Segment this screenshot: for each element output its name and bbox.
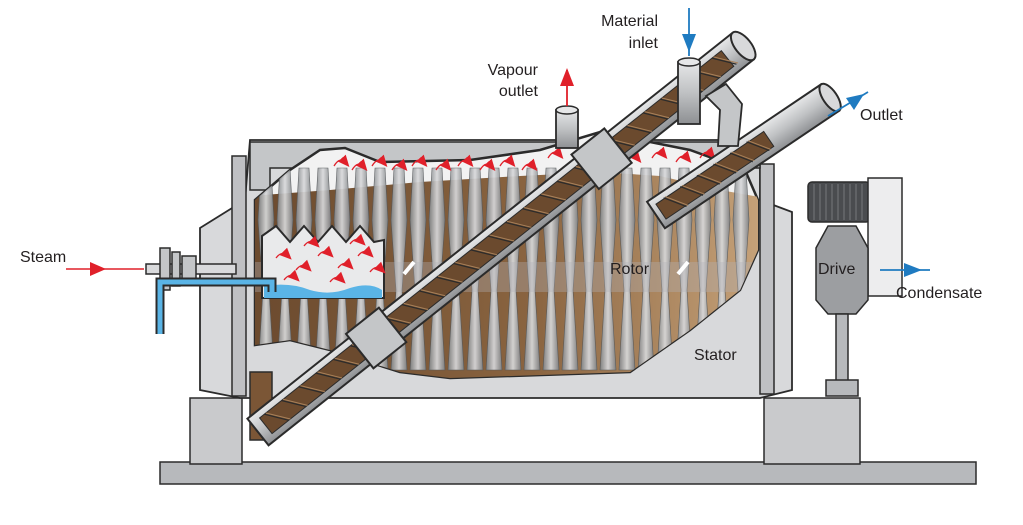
condensate-arrow-icon (880, 263, 930, 277)
vapour-outlet-pipe (555, 109, 579, 149)
screw-flight (556, 180, 582, 189)
condensate-label: Condensate (896, 285, 982, 302)
vapour-swirl-arrow (521, 158, 538, 171)
left-end-plate (231, 155, 247, 397)
screw-flight (522, 208, 548, 216)
rotor-label: Rotor (610, 261, 650, 278)
screw-flight (453, 262, 479, 271)
steam-label: Steam (20, 249, 66, 266)
vapour-swirl-arrow (699, 146, 716, 159)
vapour-swirl-arrow (651, 146, 668, 159)
screw-flight (401, 304, 427, 312)
outlet-arrow-icon (827, 91, 869, 117)
screw-flight (281, 399, 307, 408)
steam-swirl-arrow (317, 245, 334, 258)
steam-swirl-arrow (357, 245, 374, 258)
vapour-outlet-label-line2: outlet (499, 83, 539, 100)
screw-flight (625, 126, 651, 134)
drive-base (825, 379, 859, 397)
drive-motor (807, 181, 871, 223)
screw-flight (419, 290, 444, 298)
vapour-swirl-arrow (351, 158, 368, 171)
steam-swirl-arrow (337, 257, 354, 270)
vapour-swirl-arrow (371, 154, 388, 167)
vapour-swirl-arrow (391, 158, 408, 171)
material-arrow-icon (682, 8, 696, 56)
drive-label: Drive (818, 261, 855, 278)
screw-flight (487, 235, 513, 243)
outlet-screw-conveyor (645, 82, 842, 230)
screw-flight (642, 112, 668, 120)
base-plate (159, 461, 977, 485)
steam-arrow-icon (66, 262, 144, 276)
rotor-marker-2 (676, 260, 690, 276)
material-inlet-rim (677, 57, 701, 67)
vapour-swirl-arrow (411, 154, 428, 167)
screw-flight (729, 152, 754, 163)
screw-flight (505, 221, 530, 230)
outlet-label: Outlet (860, 107, 903, 124)
material-inlet-pipe (677, 61, 701, 125)
main-screw-conveyor (246, 30, 757, 447)
right-foot (763, 397, 861, 465)
screw-flight (711, 57, 737, 65)
screw-flight (298, 386, 324, 394)
screw-flight (264, 413, 289, 421)
steam-swirl-arrow (295, 259, 312, 272)
inlet-elbow (704, 82, 743, 147)
drive-coupling (867, 177, 903, 297)
vapour-swirl-arrow (479, 158, 496, 171)
vapour-swirl-arrow (457, 154, 474, 167)
vapour-swirl-arrow (435, 158, 452, 171)
vapour-arrow-icon (560, 68, 574, 106)
screw-flight (333, 358, 358, 367)
screw-flight (746, 141, 770, 152)
screw-flight (436, 276, 462, 284)
screw-flight (696, 174, 720, 185)
steam-flow-arrows (275, 233, 386, 284)
drive-shaft (835, 313, 849, 385)
left-foot (189, 397, 243, 465)
steam-flange-1 (159, 247, 171, 291)
material-inlet-label-line1: Material (601, 13, 658, 30)
condensate-pool (264, 284, 382, 298)
vapour-swirl-arrow (547, 146, 564, 159)
screw-flight (663, 197, 687, 208)
drive-gearbox (815, 225, 869, 315)
stator-label: Stator (694, 347, 737, 364)
steam-swirl-arrow (369, 261, 386, 274)
steam-swirl-arrow (283, 269, 300, 282)
vapour-swirl-arrow (675, 150, 692, 163)
screw-flight (680, 186, 704, 196)
steam-swirl-arrow (349, 233, 366, 246)
steam-swirl-arrow (275, 247, 292, 260)
screw-flight (713, 163, 737, 174)
right-end-plate (759, 163, 775, 395)
screw-flight (470, 249, 496, 257)
steam-swirl-arrow (329, 271, 346, 284)
vapour-swirl-arrow (333, 154, 350, 167)
screw-flight (539, 194, 565, 202)
vapour-swirl-arrow (499, 154, 516, 167)
vapour-outlet-rim (555, 105, 579, 115)
vapour-outlet-label-line1: Vapour (488, 62, 539, 79)
material-inlet-label-line2: inlet (629, 35, 659, 52)
steam-swirl-arrow (303, 235, 320, 248)
rotor-fin (599, 167, 617, 371)
rotor-marker-1 (402, 260, 416, 276)
screw-flight (315, 372, 341, 380)
